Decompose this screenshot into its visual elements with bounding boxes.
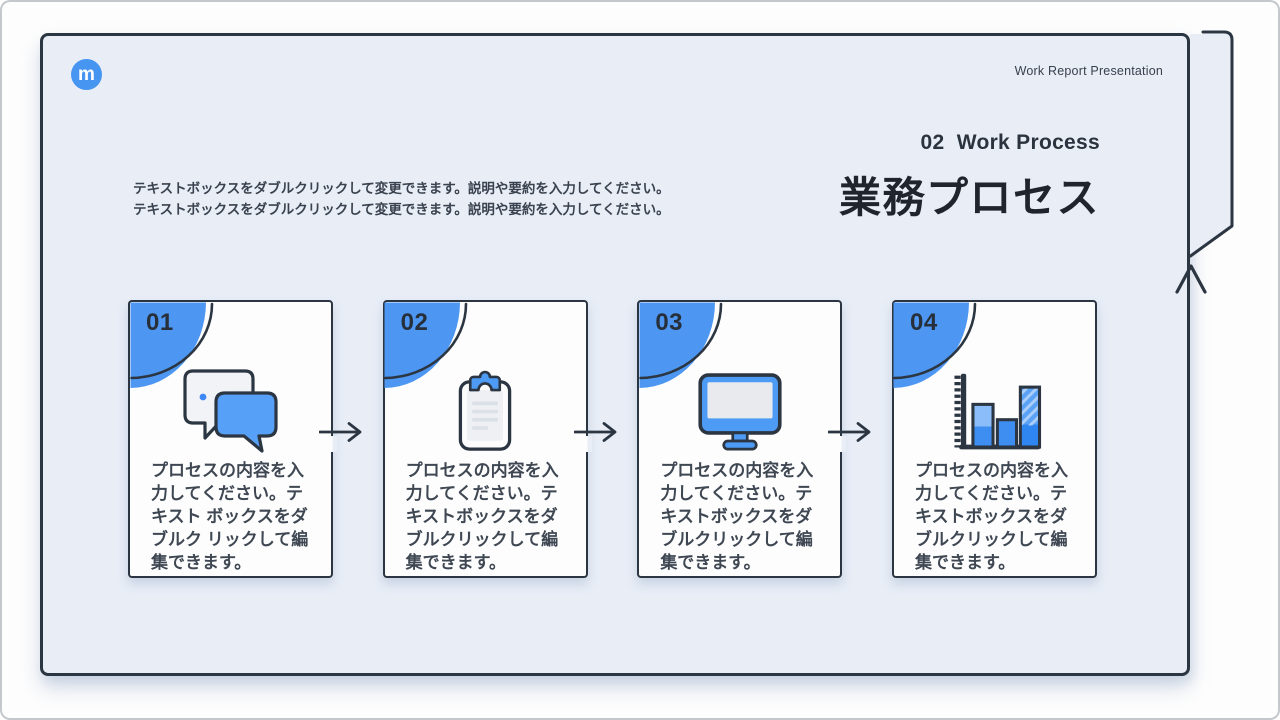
description-line-2: テキストボックスをダブルクリックして変更できます。説明や要約を入力してください。 — [133, 202, 670, 218]
description-textbox[interactable]: テキストボックスをダブルクリックして変更できます。説明や要約を入力してください。… — [133, 178, 670, 220]
header-caption[interactable]: Work Report Presentation — [1014, 64, 1163, 78]
card-number: 03 — [655, 309, 684, 336]
border-gap — [838, 436, 847, 452]
border-gap — [583, 436, 592, 452]
card-text[interactable]: プロセスの内容を入力してください。テキストボックスをダブルクリックして編集できま… — [405, 461, 559, 573]
brand-logo: m — [71, 59, 102, 90]
chat-bubbles-icon — [130, 358, 331, 468]
card-number: 01 — [146, 309, 174, 336]
process-card[interactable]: 04 プロセスの内容を入力してください。テキストボックスをダブルクリックして編集… — [891, 300, 1097, 578]
slide-canvas: m Work Report Presentation 02 Work Proce… — [40, 33, 1190, 676]
card-text[interactable]: プロセスの内容を入力してください。テキストボックスをダブルクリックして編集できま… — [660, 461, 814, 573]
process-card[interactable]: 03 プロセスの内容を入力してください。テキストボックスをダブルクリックして編集… — [637, 300, 871, 578]
process-card[interactable]: 02 プロセスの内容を入力してください。テキストボックスをダブルクリックして編集… — [382, 300, 617, 578]
clipboard-icon — [385, 358, 586, 468]
page-title[interactable]: 業務プロセス — [838, 174, 1100, 221]
bar-chart-icon — [894, 358, 1095, 468]
section-label[interactable]: 02 Work Process — [920, 131, 1100, 154]
next-step-arrow-icon — [319, 422, 362, 442]
description-line-1: テキストボックスをダブルクリックして変更できます。説明や要約を入力してください。 — [133, 181, 670, 196]
process-card[interactable]: 01 プロセスの内容を入力してください。テキスト ボックスをダブルク リックして… — [128, 300, 362, 578]
next-step-arrow-icon — [828, 422, 871, 442]
monitor-icon — [639, 358, 840, 468]
card-number: 02 — [400, 309, 429, 336]
card-text[interactable]: プロセスの内容を入力してください。テキストボックスをダブルクリックして編集できま… — [914, 461, 1068, 573]
next-step-arrow-icon — [573, 422, 617, 442]
card-number: 04 — [909, 309, 938, 336]
border-gap — [329, 436, 337, 452]
process-cards: 01 プロセスの内容を入力してください。テキスト ボックスをダブルク リックして… — [128, 300, 1097, 578]
bookmark-ribbon — [1189, 30, 1234, 258]
up-arrow-icon — [1175, 264, 1207, 294]
card-text[interactable]: プロセスの内容を入力してください。テキスト ボックスをダブルク リックして編集で… — [151, 461, 309, 573]
